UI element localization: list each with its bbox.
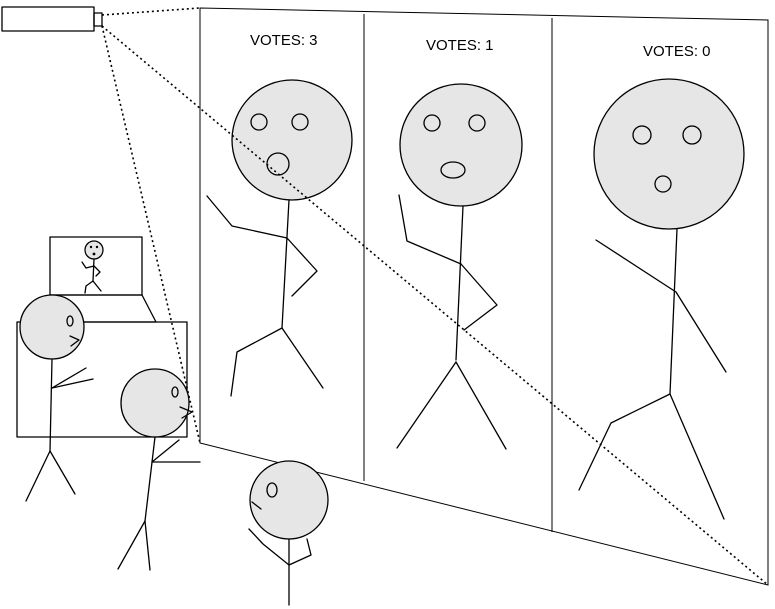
left-leg: [25, 450, 51, 502]
left-leg: [230, 327, 283, 397]
eye: [171, 386, 179, 398]
right-eye: [291, 113, 309, 131]
projector: [1, 6, 103, 32]
left-arm: [248, 528, 290, 566]
face: [120, 368, 190, 438]
face: [399, 83, 523, 207]
mouth: [69, 335, 80, 347]
laptop-screen-figure: [81, 240, 104, 294]
eye: [66, 315, 74, 327]
right-leg: [49, 450, 76, 495]
panel-1-stick-figure: [206, 79, 353, 397]
audience-person-2: [117, 368, 201, 571]
panel-3-stick-figure: [578, 78, 745, 520]
face: [249, 460, 329, 540]
arm-lower: [51, 378, 94, 389]
left-leg: [396, 361, 457, 449]
panel-2-votes: VOTES: 1: [426, 37, 494, 54]
arm-upper: [51, 367, 87, 389]
right-arm: [288, 538, 312, 566]
audience-person-1: [19, 294, 94, 502]
projection-beam: [101, 7, 769, 586]
face: [593, 78, 745, 230]
panel-3-votes: VOTES: 0: [643, 43, 711, 60]
left-leg: [578, 393, 671, 491]
screen-outline: [199, 7, 769, 586]
mouth: [251, 501, 262, 510]
body: [281, 199, 290, 329]
body: [669, 228, 678, 395]
mouth: [179, 406, 193, 419]
right-eye: [468, 114, 486, 132]
body: [49, 358, 53, 452]
mouth: [654, 175, 672, 193]
left-eye: [632, 125, 652, 145]
panel-2-stick-figure: [396, 83, 523, 450]
projector-lens: [93, 12, 103, 27]
body: [144, 436, 156, 522]
left-eye: [423, 114, 441, 132]
right-leg: [144, 520, 151, 571]
desk: [16, 321, 188, 438]
mouth: [440, 161, 466, 179]
right-eye: [682, 125, 702, 145]
panel-1-votes: VOTES: 3: [250, 32, 318, 49]
body: [455, 205, 464, 361]
right-leg: [455, 361, 507, 450]
left-arm: [206, 195, 288, 239]
laptop: [49, 236, 157, 323]
right-leg: [281, 327, 324, 389]
face: [231, 79, 353, 201]
left-arm: [595, 239, 677, 293]
projector-body: [1, 6, 95, 32]
left-leg: [117, 520, 146, 570]
arm-raised: [151, 439, 180, 463]
audience-person-3: [248, 460, 329, 606]
right-arm: [675, 291, 727, 373]
eye: [266, 482, 278, 498]
right-arm: [286, 237, 318, 297]
projection-screen: [199, 7, 769, 586]
face: [19, 294, 85, 360]
left-eye: [250, 113, 268, 131]
right-arm: [460, 263, 498, 331]
right-leg: [669, 393, 725, 520]
left-arm: [398, 194, 462, 265]
